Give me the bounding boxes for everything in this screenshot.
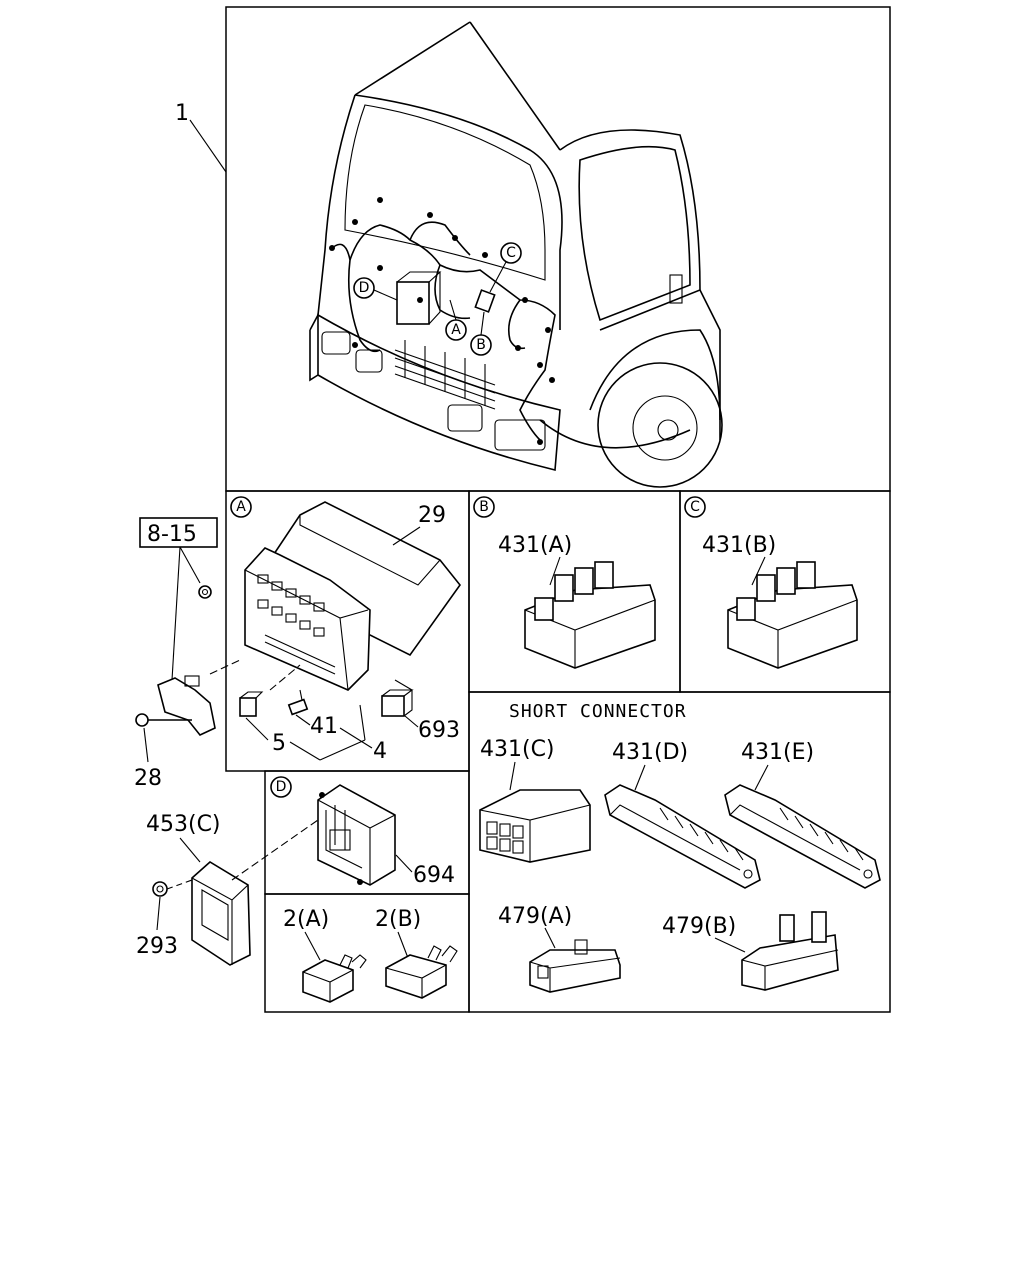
connector-431a bbox=[524, 561, 656, 669]
cab-ref-c: C bbox=[489, 242, 522, 293]
relay-693 bbox=[381, 679, 414, 717]
connector-431e bbox=[724, 784, 881, 889]
connector-431c bbox=[479, 789, 591, 863]
truck-cab-illustration: D A B C bbox=[309, 21, 723, 488]
svg-text:4: 4 bbox=[373, 739, 387, 764]
callout-1: 1 bbox=[175, 101, 227, 173]
relay-694 bbox=[317, 784, 396, 886]
fuse-box bbox=[244, 547, 371, 691]
svg-text:693: 693 bbox=[418, 718, 460, 743]
svg-text:431(A): 431(A) bbox=[498, 533, 572, 558]
svg-text:2(B): 2(B) bbox=[375, 907, 421, 932]
cab-ref-a: A bbox=[445, 299, 467, 341]
svg-text:453(C): 453(C) bbox=[146, 812, 221, 837]
module-453c: 453(C) bbox=[146, 812, 319, 966]
svg-text:431(D): 431(D) bbox=[612, 740, 688, 765]
svg-text:B: B bbox=[476, 337, 486, 353]
svg-text:41: 41 bbox=[310, 714, 338, 739]
cab-ref-d: D bbox=[353, 277, 398, 301]
nut-293: 293 bbox=[136, 879, 193, 959]
panel-b: B 431(A) bbox=[473, 496, 656, 669]
fuse bbox=[287, 689, 309, 716]
svg-text:2(A): 2(A) bbox=[283, 907, 329, 932]
svg-text:29: 29 bbox=[418, 503, 446, 528]
svg-text:431(E): 431(E) bbox=[741, 740, 814, 765]
relay-2a: 2(A) bbox=[283, 907, 367, 1003]
svg-text:431(C): 431(C) bbox=[480, 737, 555, 762]
svg-text:28: 28 bbox=[134, 766, 162, 791]
panel-d: D 694 bbox=[270, 776, 455, 888]
panel-d-letter: D bbox=[276, 779, 287, 795]
svg-text:694: 694 bbox=[413, 863, 455, 888]
svg-text:293: 293 bbox=[136, 934, 178, 959]
connector-431d bbox=[604, 784, 761, 889]
svg-text:5: 5 bbox=[272, 731, 286, 756]
panel-b-letter: B bbox=[479, 499, 489, 515]
svg-text:A: A bbox=[451, 322, 461, 338]
svg-text:479(A): 479(A) bbox=[498, 904, 572, 929]
panel-a-letter: A bbox=[236, 499, 246, 515]
short-connector-title: SHORT CONNECTOR bbox=[509, 701, 687, 722]
clip bbox=[239, 691, 264, 717]
connector-479b bbox=[741, 911, 839, 991]
connector-431b bbox=[727, 561, 858, 669]
bracket-group-label: 8-15 bbox=[139, 517, 218, 681]
panel-a: A 29 bbox=[209, 496, 462, 764]
panel-frames bbox=[225, 6, 891, 1013]
fuse-box-cover: 29 bbox=[269, 501, 462, 657]
panel-c-letter: C bbox=[690, 499, 700, 515]
svg-text:D: D bbox=[359, 280, 370, 296]
panel-c: C 431(B) bbox=[684, 496, 858, 669]
connector-479a bbox=[529, 939, 621, 993]
svg-text:8-15: 8-15 bbox=[147, 522, 197, 547]
svg-text:1: 1 bbox=[175, 101, 189, 126]
short-connector-panel: SHORT CONNECTOR 431(C) 431(D) bbox=[479, 701, 881, 993]
harness-connector-dots bbox=[329, 197, 555, 445]
relay-2b: 2(B) bbox=[375, 907, 458, 999]
svg-text:C: C bbox=[506, 245, 516, 261]
bracket-hardware: 28 bbox=[134, 585, 216, 791]
svg-text:479(B): 479(B) bbox=[662, 914, 736, 939]
svg-text:431(B): 431(B) bbox=[702, 533, 776, 558]
cab-ref-b: B bbox=[470, 311, 492, 356]
